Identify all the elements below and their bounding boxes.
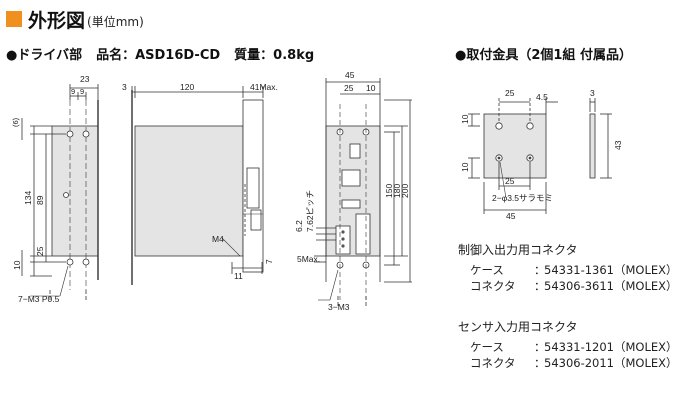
dim-25-front: 25 (344, 83, 354, 93)
spec-label: ケース (470, 263, 504, 277)
sensor-connector-spec: センサ入力用コネクタ ケース ： 54331-1201（MOLEX） コネクタ … (458, 318, 678, 371)
dim-45: 45 (345, 70, 355, 80)
bracket-hole (495, 122, 503, 130)
dim-10-front: 10 (366, 83, 376, 93)
spec-row: ケース ： 54331-1201（MOLEX） (458, 339, 678, 355)
dim-m3: 7−M3 P0.5 (18, 294, 60, 304)
bracket-dim-45: 45 (506, 211, 516, 221)
header: 外形図 (単位mm) (6, 7, 144, 32)
status-led-window (349, 143, 361, 159)
driver-mass: 質量：0.8kg (234, 48, 315, 63)
spec-label: コネクタ (470, 279, 516, 293)
switch-window (341, 169, 361, 187)
bracket-dim-3: 3 (590, 88, 595, 98)
spec-value: 54331-1201（MOLEX） (544, 340, 678, 354)
control-connector-title: 制御入出力用コネクタ (458, 243, 578, 257)
driver-section-title: ●ドライバ部品名：ASD16D-CD 質量：0.8kg (6, 44, 314, 63)
dim-9a: 9 (71, 87, 75, 96)
spec-row: ケース ： 54331-1361（MOLEX） (458, 262, 678, 278)
dim-25-side: 25 (35, 246, 45, 256)
dim-180: 180 (392, 184, 402, 198)
dim-3m3: 3−M3 (328, 302, 350, 312)
spec-value: 54306-2011（MOLEX） (544, 356, 678, 370)
bracket-dim-10a: 10 (460, 114, 470, 124)
unit-note: (単位mm) (87, 14, 144, 29)
dim-11: 11 (234, 271, 243, 281)
dim-150: 150 (384, 184, 394, 198)
dim-m4: M4 (212, 234, 224, 244)
mount-hole (82, 258, 90, 266)
header-marker (6, 11, 22, 27)
bracket-dim-25b: 25 (505, 176, 515, 186)
spec-row: コネクタ ： 54306-2011（MOLEX） (458, 355, 678, 371)
spec-row: コネクタ ： 54306-3611（MOLEX） (458, 278, 678, 294)
side-view (21, 84, 99, 300)
driver-title: ●ドライバ部 (6, 48, 83, 63)
dimension-labels: 23 9 9 (6) 134 89 25 10 7−M3 P0.5 3 120 … (11, 70, 623, 312)
bracket-dim-4-5: 4.5 (536, 92, 548, 102)
bracket-hole-note: 2−φ3.5サラモミ (492, 193, 553, 203)
dim-134: 134 (23, 191, 33, 205)
front-view (314, 78, 412, 306)
mount-hole (63, 192, 69, 198)
dim-23: 23 (80, 74, 90, 84)
spec-value: 54331-1361（MOLEX） (544, 263, 678, 277)
side-view-body (51, 125, 99, 257)
dim-3: 3 (122, 82, 127, 92)
mount-hole (82, 130, 90, 138)
dim-89: 89 (35, 195, 45, 205)
driver-model: 品名：ASD16D-CD (96, 48, 221, 63)
bracket-section-title: ●取付金具（2個1組 付属品） (455, 48, 632, 63)
bracket-side-view (589, 98, 612, 179)
dim-41max: 41Max. (250, 82, 278, 92)
spec-label: コネクタ (470, 356, 516, 370)
top-view (131, 86, 264, 285)
dim-200: 200 (400, 184, 410, 198)
dim-7-62-pitch: 7.62ピッチ (305, 190, 315, 232)
dim-6: (6) (11, 117, 20, 127)
dim-6-2: 6.2 (294, 220, 304, 232)
mount-hole (66, 258, 74, 266)
bracket-dim-10b: 10 (460, 162, 470, 172)
bracket-dim-43: 43 (613, 140, 623, 150)
bracket-dim-25: 25 (505, 88, 515, 98)
sensor-connector-title: センサ入力用コネクタ (458, 320, 578, 334)
dim-5max: 5Max. (297, 254, 320, 264)
mount-hole (66, 130, 74, 138)
bracket-side (589, 113, 596, 179)
connector-outline (246, 167, 260, 209)
bracket-view (468, 98, 558, 214)
control-connector (355, 213, 371, 255)
page-title: 外形図 (28, 9, 86, 32)
spec-value: 54306-3611（MOLEX） (544, 279, 678, 293)
dim-120: 120 (180, 82, 194, 92)
dim-9b: 9 (80, 87, 84, 96)
top-view-body (134, 125, 244, 257)
dim-7: 7 (264, 259, 274, 264)
bracket-plate (483, 113, 547, 179)
control-connector-spec: 制御入出力用コネクタ ケース ： 54331-1361（MOLEX） コネクタ … (458, 241, 678, 294)
spec-label: ケース (470, 340, 504, 354)
dim-10-side: 10 (12, 260, 22, 270)
bracket-hole (526, 122, 534, 130)
terminal-slot (341, 199, 361, 209)
connector-outline (250, 209, 262, 231)
